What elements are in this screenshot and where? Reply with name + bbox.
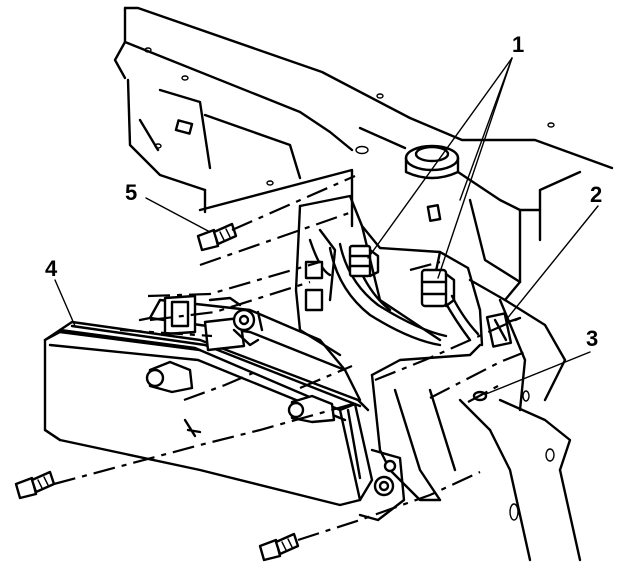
harness-connector-left [348,244,380,278]
callout-1: 1 [512,32,524,57]
fender-apron-bracket [456,170,582,562]
screw-upper [196,222,238,252]
lower-bracket [358,448,406,522]
retainer-clip [485,312,522,348]
screw-lower-right [258,532,300,562]
alignment-lines [53,174,531,542]
callout-3: 3 [586,326,598,351]
wiring-harness [328,242,480,347]
headlamp-assembly [43,294,374,507]
callout-5: 5 [125,180,137,205]
radiator-support-upper [113,6,614,228]
callout-2: 2 [590,182,602,207]
screw-lower-left [14,470,56,500]
callout-leaders [54,57,599,395]
callout-4: 4 [45,256,58,281]
mounting-boss [404,144,460,180]
headlamp-mounting-panel [294,194,492,502]
harness-connector-right [420,268,456,308]
retainer-hole [472,390,488,402]
